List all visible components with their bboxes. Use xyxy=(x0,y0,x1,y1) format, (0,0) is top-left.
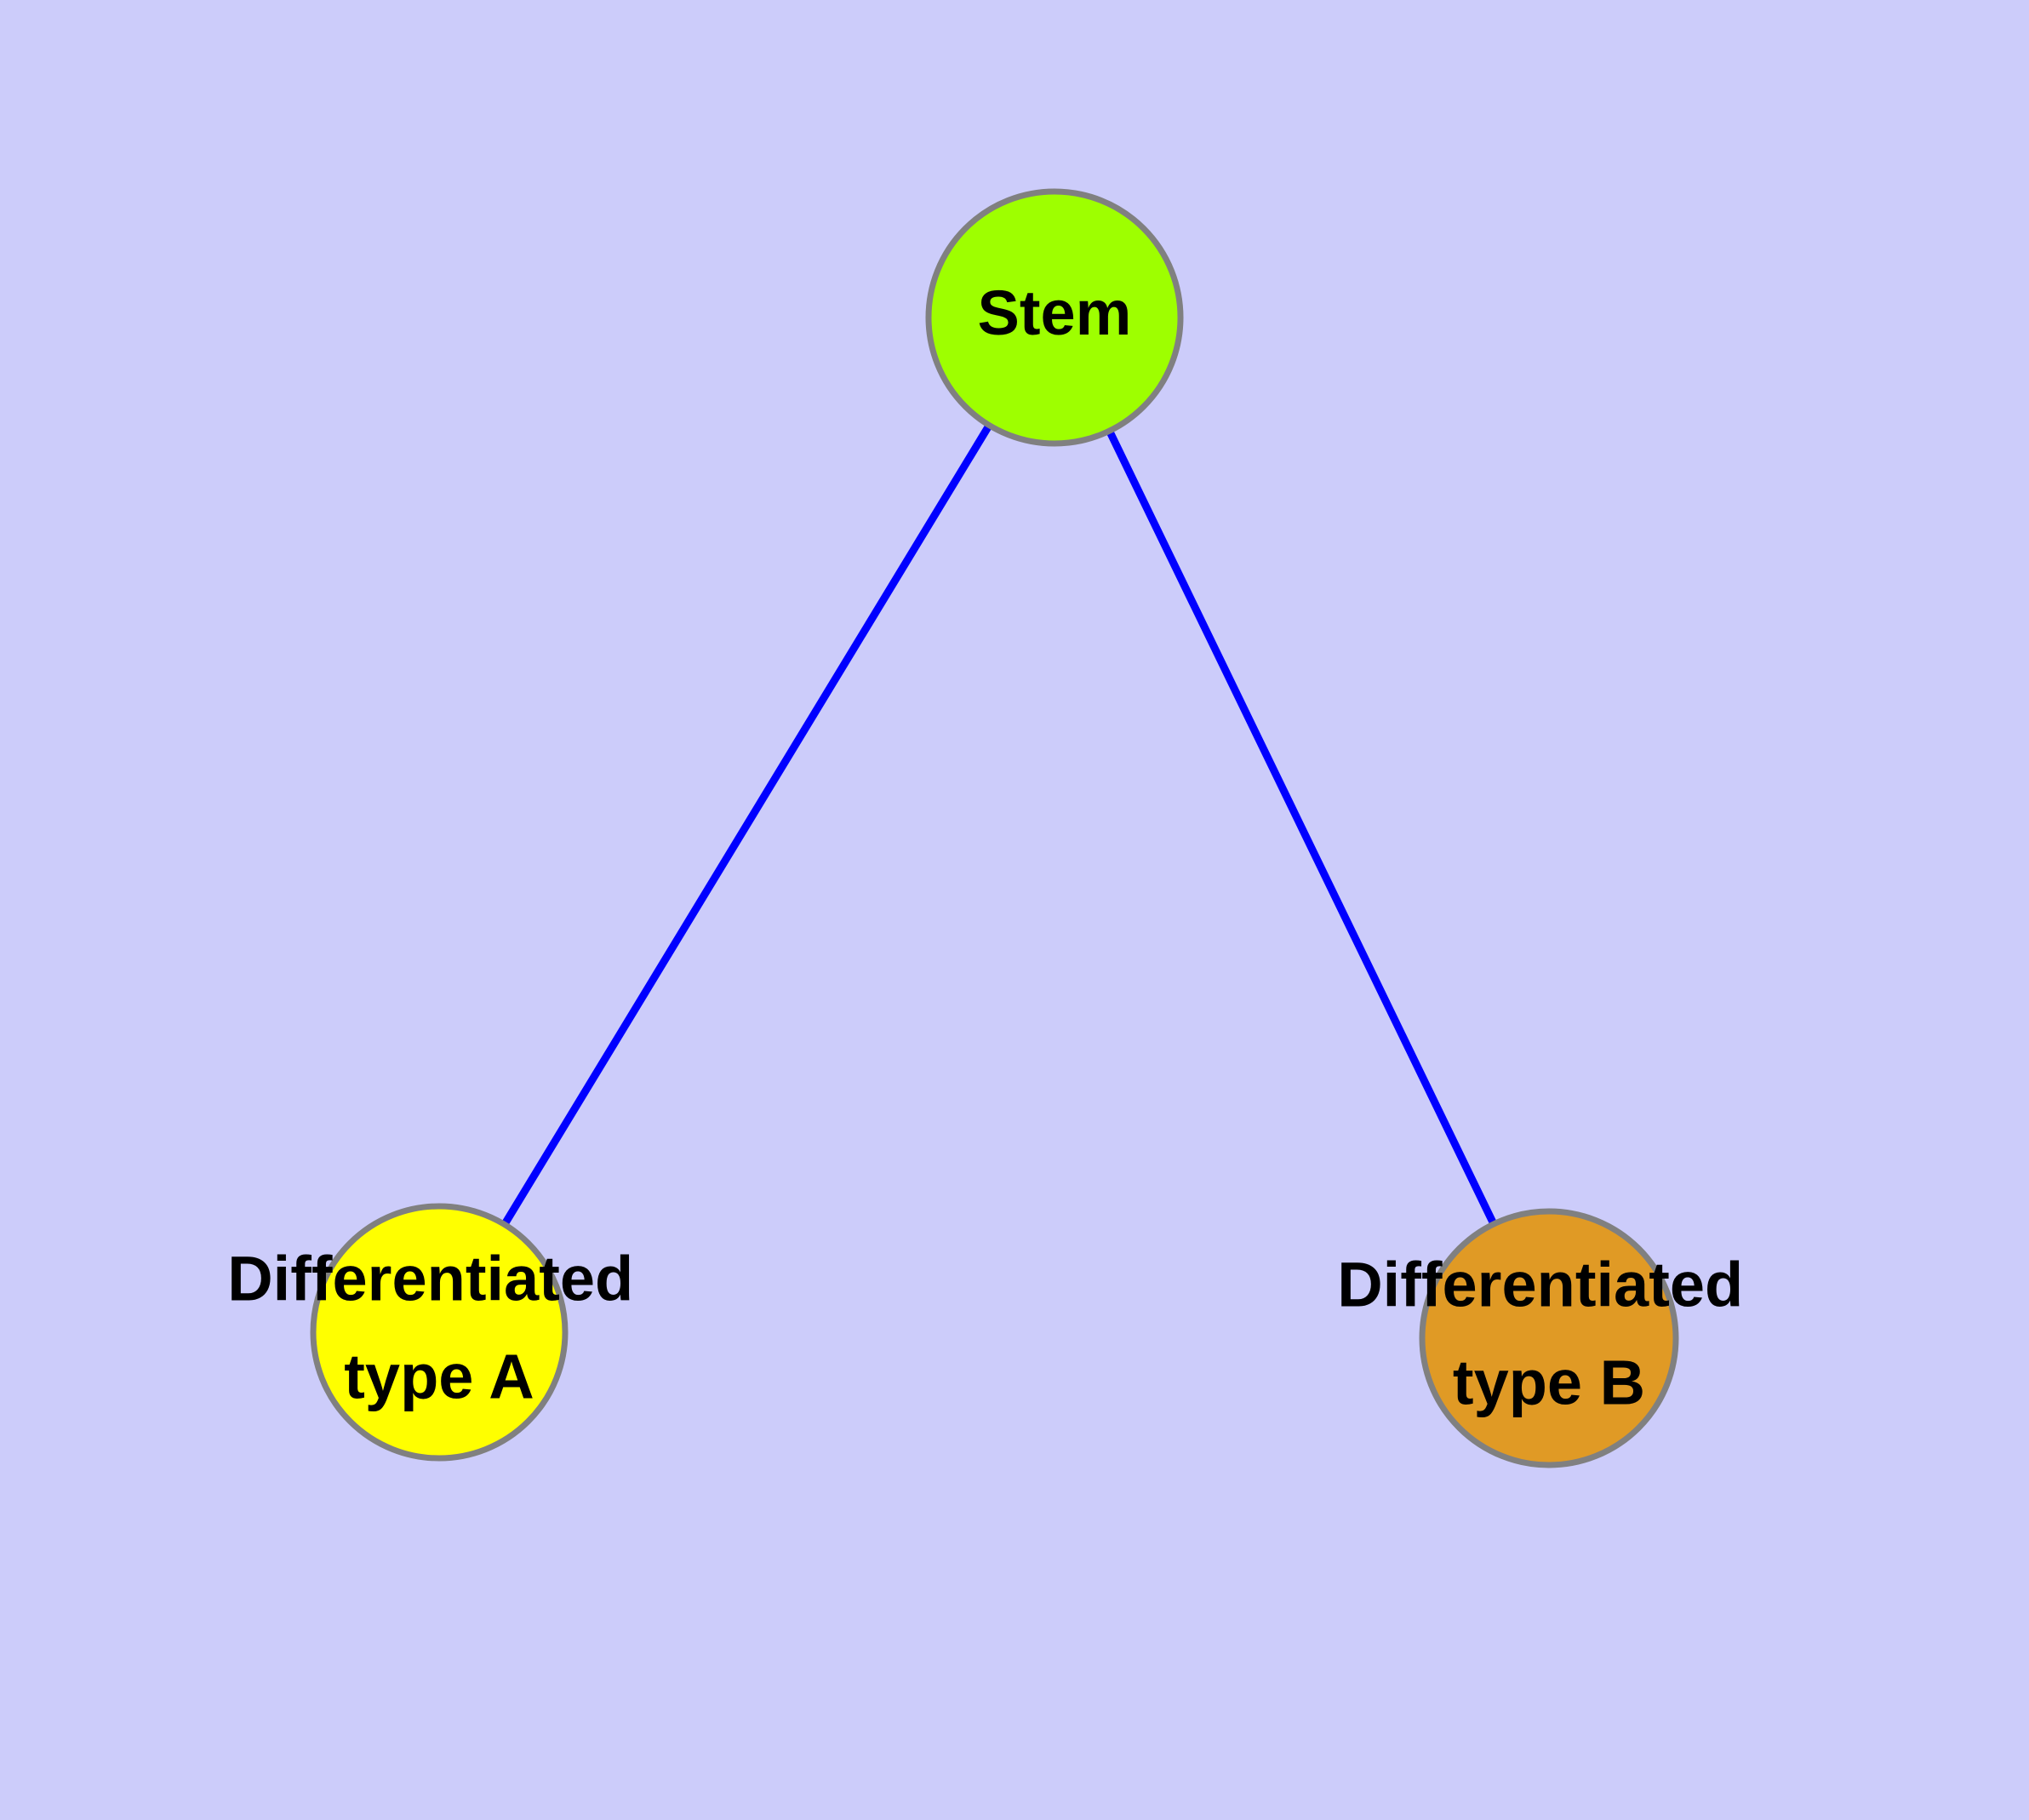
node-differentiated-type-a-label-line1: Differentiated xyxy=(227,1243,633,1313)
node-differentiated-type-a[interactable]: Differentiated type A xyxy=(227,1203,651,1462)
node-differentiated-type-b[interactable]: Differentiated type B xyxy=(1337,1208,1761,1468)
node-stem-label-line1: Stem xyxy=(978,278,1132,348)
node-stem-circle[interactable] xyxy=(925,188,1184,447)
node-stem[interactable]: Stem xyxy=(925,188,1184,447)
node-differentiated-type-a-label: Differentiated type A xyxy=(227,1243,651,1411)
edge-stem-to-diff-a[interactable] xyxy=(436,315,1058,1335)
node-differentiated-type-a-label-line2: type A xyxy=(344,1341,534,1411)
node-differentiated-type-b-label: Differentiated type B xyxy=(1337,1249,1761,1417)
node-stem-label: Stem xyxy=(978,278,1132,348)
node-differentiated-type-a-circle[interactable] xyxy=(310,1203,569,1462)
node-differentiated-type-b-circle[interactable] xyxy=(1419,1208,1679,1468)
edges-layer xyxy=(436,315,1553,1340)
node-differentiated-type-b-label-line1: Differentiated xyxy=(1337,1249,1743,1319)
edge-stem-to-diff-b[interactable] xyxy=(1050,316,1553,1340)
node-differentiated-type-b-label-line2: type B xyxy=(1453,1347,1645,1417)
nodes-layer: Stem Differentiated type A Differentiate… xyxy=(227,188,1761,1468)
